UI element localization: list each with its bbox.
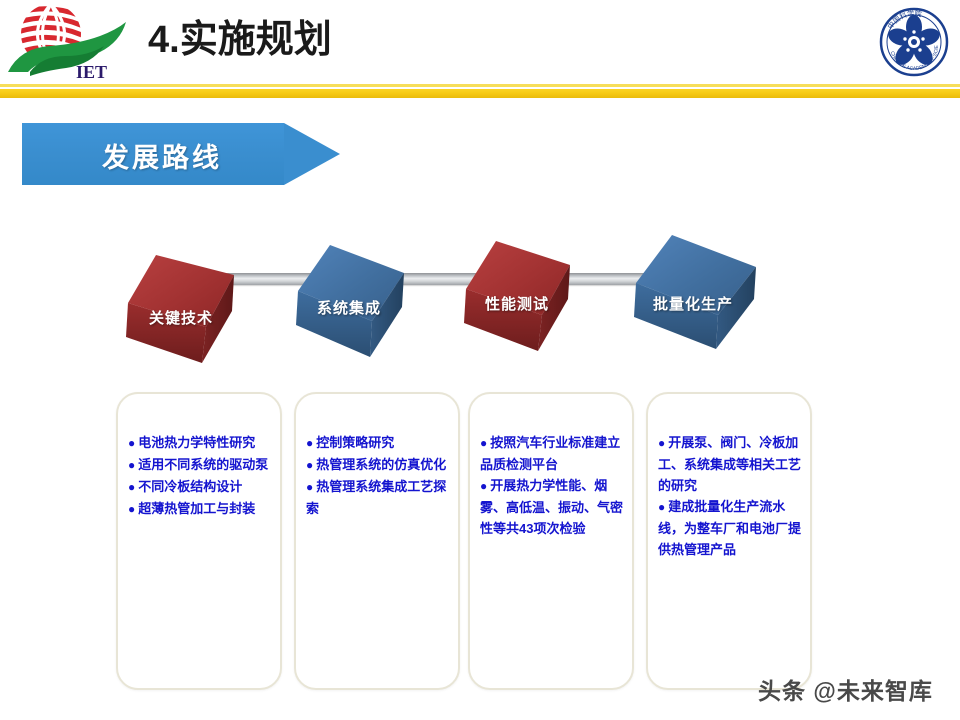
bullet-dot-icon: ● (128, 458, 136, 472)
milestone-cube-1[interactable]: 关键技术 (122, 253, 240, 371)
section-banner: 发展路线 (22, 123, 340, 185)
milestone-cube-1-label: 关键技术 (148, 310, 213, 327)
card-bullet: ●电池热力学特性研究 (128, 432, 276, 454)
bullet-dot-icon: ● (128, 480, 136, 494)
card-bullet: ●建成批量化生产流水线，为整车厂和电池厂提供热管理产品 (658, 496, 806, 560)
card-bullet-text: 热管理系统集成工艺探索 (306, 479, 447, 516)
card-bullet: ●不同冷板结构设计 (128, 476, 276, 498)
card-bullet-text: 适用不同系统的驱动泵 (138, 457, 269, 472)
card-bullet-text: 热管理系统的仿真优化 (316, 457, 447, 472)
card-bullet: ●开展泵、阀门、冷板加工、系统集成等相关工艺的研究 (658, 432, 806, 496)
bullet-dot-icon: ● (658, 436, 666, 450)
card-bullet: ●适用不同系统的驱动泵 (128, 454, 276, 476)
card-key-technology[interactable]: ●电池热力学特性研究●适用不同系统的驱动泵●不同冷板结构设计●超薄热管加工与封装 (116, 392, 282, 690)
detail-cards: ●电池热力学特性研究●适用不同系统的驱动泵●不同冷板结构设计●超薄热管加工与封装… (0, 392, 960, 692)
milestone-cube-3-label: 性能测试 (484, 296, 549, 313)
bullet-dot-icon: ● (306, 436, 314, 450)
bullet-dot-icon: ● (128, 436, 136, 450)
card-bullet: ●热管理系统的仿真优化 (306, 454, 454, 476)
card-bullet: ●按照汽车行业标准建立品质检测平台 (480, 432, 628, 475)
slide-header: IET 4.实施规划 (0, 0, 960, 98)
milestone-cube-4-label: 批量化生产 (652, 296, 733, 313)
section-banner-arrowhead-icon (284, 123, 340, 185)
milestone-cube-4[interactable]: 批量化生产 (628, 233, 756, 351)
header-divider-highlight (0, 84, 960, 87)
card-key-technology-body: ●电池热力学特性研究●适用不同系统的驱动泵●不同冷板结构设计●超薄热管加工与封装 (128, 432, 276, 520)
card-mass-production-body: ●开展泵、阀门、冷板加工、系统集成等相关工艺的研究●建成批量化生产流水线，为整车… (658, 432, 806, 560)
bullet-dot-icon: ● (306, 458, 314, 472)
milestone-cube-2-label: 系统集成 (316, 300, 381, 317)
bullet-dot-icon: ● (480, 436, 488, 450)
section-banner-label: 发展路线 (102, 143, 222, 173)
header-divider-gap (0, 87, 960, 89)
bullet-dot-icon: ● (306, 480, 314, 494)
card-bullet-text: 建成批量化生产流水线，为整车厂和电池厂提供热管理产品 (658, 499, 802, 557)
card-bullet-text: 不同冷板结构设计 (138, 479, 243, 494)
card-bullet-text: 电池热力学特性研究 (138, 435, 256, 450)
card-bullet-text: 超薄热管加工与封装 (138, 501, 256, 516)
card-bullet-text: 控制策略研究 (316, 435, 395, 450)
card-bullet-text: 按照汽车行业标准建立品质检测平台 (480, 435, 621, 472)
card-system-integration-body: ●控制策略研究●热管理系统的仿真优化●热管理系统集成工艺探索 (306, 432, 454, 519)
card-performance-test[interactable]: ●按照汽车行业标准建立品质检测平台●开展热力学性能、烟雾、高低温、振动、气密性等… (468, 392, 634, 690)
card-system-integration[interactable]: ●控制策略研究●热管理系统的仿真优化●热管理系统集成工艺探索 (294, 392, 460, 690)
chinese-academy-of-sciences-logo: 中国科学院 CHINESE ACADEMY OF SCIENCES (876, 2, 950, 78)
watermark: 头条 @未来智库 (758, 678, 933, 704)
card-performance-test-body: ●按照汽车行业标准建立品质检测平台●开展热力学性能、烟雾、高低温、振动、气密性等… (480, 432, 628, 539)
iet-logo-text: IET (76, 62, 107, 82)
page-title: 4.实施规划 (148, 19, 332, 61)
bullet-dot-icon: ● (480, 479, 488, 493)
roadmap-diagram: 关键技术 系统集成 (0, 215, 960, 390)
milestone-cube-2[interactable]: 系统集成 (290, 243, 408, 361)
card-bullet: ●开展热力学性能、烟雾、高低温、振动、气密性等共43项次检验 (480, 475, 628, 539)
card-bullet-text: 开展热力学性能、烟雾、高低温、振动、气密性等共43项次检验 (480, 478, 624, 536)
card-bullet-text: 开展泵、阀门、冷板加工、系统集成等相关工艺的研究 (658, 435, 802, 493)
card-bullet: ●控制策略研究 (306, 432, 454, 454)
card-bullet: ●超薄热管加工与封装 (128, 498, 276, 520)
card-mass-production[interactable]: ●开展泵、阀门、冷板加工、系统集成等相关工艺的研究●建成批量化生产流水线，为整车… (646, 392, 812, 690)
header-divider-bar (0, 89, 960, 98)
milestone-cube-3[interactable]: 性能测试 (458, 239, 576, 357)
section-banner-body (22, 123, 284, 185)
card-bullet: ●热管理系统集成工艺探索 (306, 476, 454, 519)
bullet-dot-icon: ● (128, 502, 136, 516)
bullet-dot-icon: ● (658, 500, 666, 514)
iet-logo: IET (4, 2, 134, 84)
